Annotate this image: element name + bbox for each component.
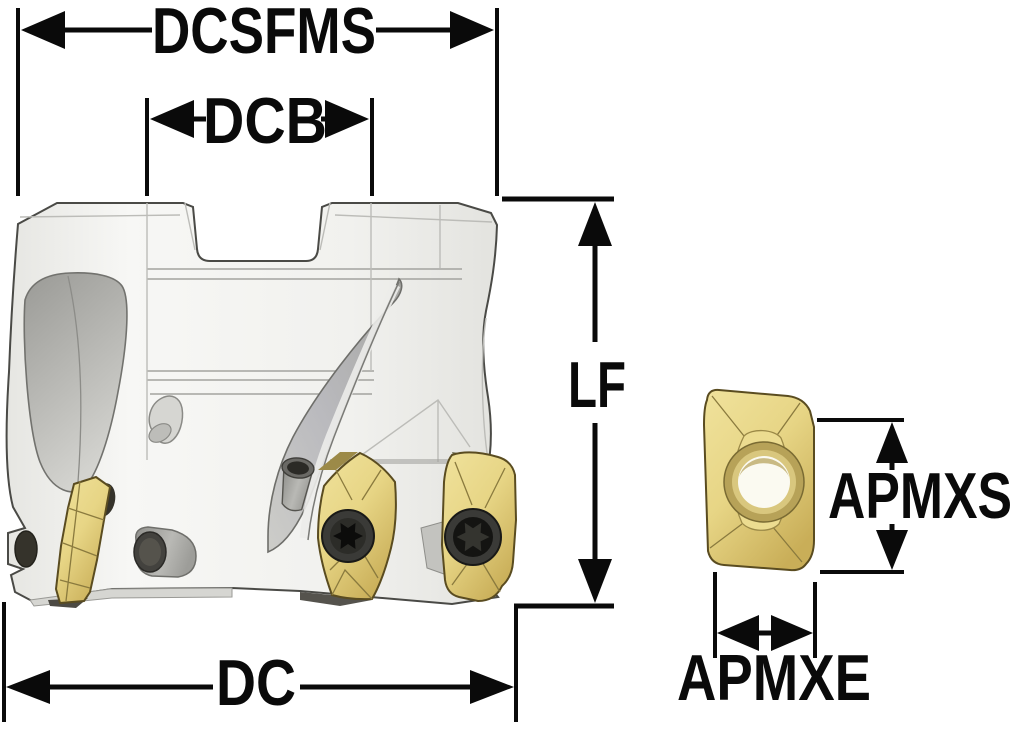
standalone-insert [702, 388, 815, 572]
label-dc: DC [216, 646, 296, 719]
clamp-pin [133, 526, 197, 578]
arrowhead-left [6, 670, 50, 704]
insert-center-hole [723, 441, 805, 523]
bottom-shadow-middle [300, 592, 372, 606]
cutter-body [5, 202, 518, 608]
side-hole [14, 530, 38, 568]
dimension-apmxe: APMXE [677, 572, 871, 714]
insert-right [420, 451, 518, 603]
insert-behind-sliver [318, 452, 358, 470]
arrowhead-up [876, 422, 908, 463]
dimension-dcsfms: DCSFMS [16, 0, 499, 196]
insert-middle [316, 451, 397, 601]
label-apmxs: APMXS [828, 459, 1012, 532]
arrowhead-left [21, 11, 65, 49]
dimension-apmxs: APMXS [817, 418, 1012, 574]
body-band-upper [147, 268, 462, 280]
dimension-dcb: DCB [145, 84, 374, 196]
torx-screw-middle [321, 509, 375, 563]
arrowhead-right [450, 11, 494, 49]
hole-inner-shadow [739, 458, 789, 477]
arrowhead-up [578, 202, 612, 246]
pocket-lines [351, 399, 471, 463]
flute-left [23, 272, 128, 493]
flute-highlight [299, 283, 401, 539]
arrowhead-left [150, 100, 194, 138]
dimension-lf: LF [502, 196, 626, 609]
slot-edge-lines [146, 203, 489, 461]
bottom-face-band [29, 587, 233, 607]
arrowhead-right [771, 615, 813, 651]
torx-screw-right [444, 508, 502, 566]
coolant-plug [148, 395, 184, 444]
label-dcb: DCB [203, 84, 327, 157]
arrowhead-left [717, 615, 759, 651]
arrowhead-down [578, 559, 612, 603]
coolant-nozzle [281, 457, 315, 512]
dimension-dc: DC [2, 602, 518, 722]
label-apmxe: APMXE [677, 641, 871, 714]
insert-side-left [54, 475, 116, 605]
drive-notch [19, 202, 493, 251]
arrowhead-down [876, 530, 908, 570]
label-dcsfms: DCSFMS [152, 0, 376, 67]
arrowhead-right [470, 670, 514, 704]
label-lf: LF [568, 348, 626, 421]
arrowhead-right [325, 100, 369, 138]
